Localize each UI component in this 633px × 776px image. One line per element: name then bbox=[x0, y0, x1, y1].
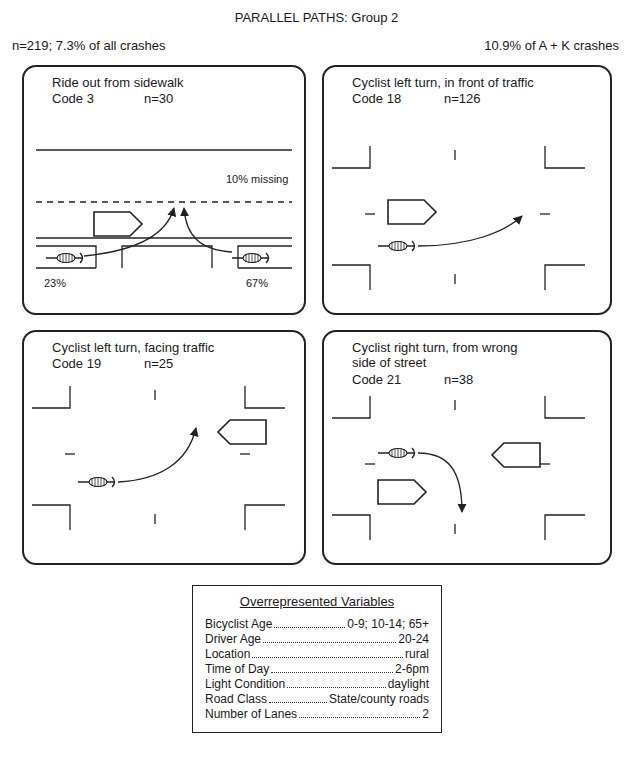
path-arrow bbox=[418, 216, 522, 246]
drawing-stroke bbox=[332, 396, 585, 540]
dot-leader bbox=[274, 627, 345, 628]
path-arrow bbox=[118, 428, 196, 482]
bicycle-symbol bbox=[378, 241, 415, 251]
variable-value: daylight bbox=[388, 677, 429, 692]
sidewalk-middle bbox=[122, 246, 212, 268]
variable-name: Time of Day bbox=[205, 662, 269, 677]
road-edge bbox=[36, 149, 292, 150]
dot-leader bbox=[269, 702, 327, 703]
car-symbol bbox=[378, 480, 426, 504]
variable-row: Number of Lanes 2 bbox=[205, 707, 429, 722]
bicycle-symbol bbox=[378, 448, 415, 458]
count-label: n=25 bbox=[144, 356, 173, 371]
count-label: n=126 bbox=[444, 91, 481, 106]
dot-leader bbox=[252, 657, 403, 658]
variable-row: Light Condition daylight bbox=[205, 677, 429, 692]
variable-name: Driver Age bbox=[205, 632, 261, 647]
dot-leader bbox=[299, 717, 420, 718]
percentage-label: 23% bbox=[44, 276, 66, 291]
car-symbol bbox=[218, 420, 266, 444]
car-symbol bbox=[94, 212, 142, 236]
panel-heading: Cyclist left turn, in front of traffic bbox=[352, 75, 534, 90]
count-label: n=38 bbox=[444, 372, 473, 387]
percentage-label: 67% bbox=[246, 276, 268, 291]
variable-value: 20-24 bbox=[398, 632, 429, 647]
variable-row: Bicyclist Age 0-9; 10-14; 65+ bbox=[205, 617, 429, 632]
variable-name: Road Class bbox=[205, 692, 267, 707]
panel-heading: Cyclist right turn, from wrong side of s… bbox=[352, 340, 522, 370]
count-label: n=30 bbox=[144, 91, 173, 106]
bicycle-symbol bbox=[232, 253, 269, 263]
variable-row: Time of Day 2-6pm bbox=[205, 662, 429, 677]
path-arrow bbox=[418, 453, 462, 512]
crash-type-panel: Ride out from sidewalkCode 3 n=30 bbox=[22, 65, 306, 315]
variable-name: Number of Lanes bbox=[205, 707, 297, 722]
variable-name: Location bbox=[205, 647, 250, 662]
box-heading: Overrepresented Variables bbox=[205, 594, 429, 609]
car-symbol bbox=[492, 443, 540, 467]
dot-leader bbox=[271, 672, 393, 673]
variable-value: State/county roads bbox=[329, 692, 429, 707]
variable-value: 2 bbox=[422, 707, 429, 722]
drawing-stroke bbox=[32, 386, 285, 530]
bicycle-symbol bbox=[78, 477, 115, 487]
code-number: Code 18 bbox=[352, 91, 401, 106]
intersection-scene bbox=[32, 386, 285, 530]
variable-name: Light Condition bbox=[205, 677, 285, 692]
variable-name: Bicyclist Age bbox=[205, 617, 272, 632]
panel-heading: Cyclist left turn, facing traffic bbox=[52, 340, 214, 355]
curb-line bbox=[36, 237, 292, 238]
variable-row: Road Class State/county roads bbox=[205, 692, 429, 707]
path-arrow bbox=[184, 208, 232, 252]
dot-leader bbox=[263, 642, 396, 643]
summary-note: n=219; 7.3% of all crashes bbox=[12, 38, 166, 53]
variable-value: rural bbox=[405, 647, 429, 662]
bicycle-symbol bbox=[46, 253, 83, 263]
variable-row: Location rural bbox=[205, 647, 429, 662]
path-arrow bbox=[84, 208, 174, 256]
crash-type-panel: Cyclist left turn, in front of trafficCo… bbox=[322, 65, 612, 315]
variable-row: Driver Age 20-24 bbox=[205, 632, 429, 647]
code-number: Code 21 bbox=[352, 372, 401, 387]
drawing-stroke bbox=[332, 146, 585, 290]
panel-heading: Ride out from sidewalk bbox=[52, 75, 184, 90]
sidewalk-left bbox=[36, 246, 96, 268]
percentage-label: 10% missing bbox=[226, 172, 288, 187]
crash-type-panel: Cyclist left turn, facing trafficCode 19… bbox=[22, 330, 306, 565]
summary-note: 10.9% of A + K crashes bbox=[484, 38, 619, 53]
variable-value: 2-6pm bbox=[395, 662, 429, 677]
variables-box: Overrepresented VariablesBicyclist Age 0-… bbox=[192, 585, 442, 733]
title: PARALLEL PATHS: Group 2 bbox=[0, 10, 633, 25]
intersection-scene bbox=[332, 396, 585, 540]
car-symbol bbox=[388, 200, 436, 224]
crash-type-panel: Cyclist right turn, from wrong side of s… bbox=[322, 330, 612, 565]
code-number: Code 19 bbox=[52, 356, 101, 371]
center-line bbox=[36, 201, 292, 202]
code-number: Code 3 bbox=[52, 91, 94, 106]
dot-leader bbox=[287, 687, 386, 688]
variable-value: 0-9; 10-14; 65+ bbox=[347, 617, 429, 632]
sidewalk-scene bbox=[36, 150, 292, 268]
intersection-scene bbox=[332, 146, 585, 290]
